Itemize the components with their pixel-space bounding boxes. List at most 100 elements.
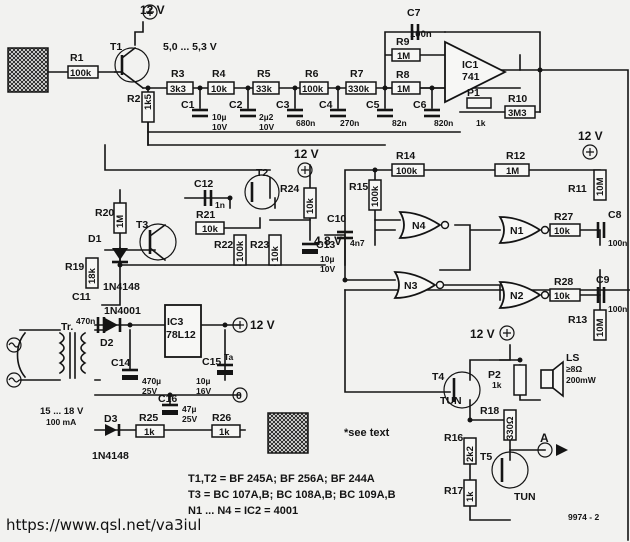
- svg-text:C8: C8: [608, 209, 622, 221]
- svg-text:10µ: 10µ: [196, 376, 210, 386]
- svg-text:1N4148: 1N4148: [92, 450, 129, 462]
- svg-text:T2: T2: [256, 167, 268, 179]
- resistor-r22: [233, 234, 247, 266]
- svg-text:25V: 25V: [182, 414, 197, 424]
- svg-text:18k: 18k: [87, 267, 98, 284]
- svg-text:33k: 33k: [256, 84, 273, 95]
- resistor-r6: [299, 81, 329, 95]
- gate-n3: [393, 271, 437, 299]
- svg-text:R4: R4: [212, 68, 226, 80]
- svg-text:N2: N2: [510, 290, 524, 302]
- svg-text:A: A: [540, 431, 549, 445]
- svg-text:16V: 16V: [196, 386, 211, 396]
- svg-text:0: 0: [236, 390, 242, 402]
- svg-text:R7: R7: [350, 68, 364, 80]
- svg-text:C6: C6: [413, 99, 427, 111]
- resistor-r13: [593, 309, 607, 341]
- svg-text:D1: D1: [88, 233, 102, 245]
- svg-text:P2: P2: [488, 369, 501, 381]
- svg-text:R6: R6: [305, 68, 319, 80]
- svg-text:R5: R5: [257, 68, 271, 80]
- svg-text:12 V: 12 V: [250, 318, 275, 332]
- svg-text:R18: R18: [480, 405, 499, 417]
- svg-text:10V: 10V: [320, 264, 335, 274]
- svg-text:10k: 10k: [202, 224, 219, 235]
- svg-text:T1: T1: [110, 41, 122, 53]
- svg-text:C15: C15: [202, 356, 221, 368]
- svg-text:1k: 1k: [476, 118, 486, 128]
- bjt-t4: [443, 371, 481, 409]
- svg-text:47µ: 47µ: [182, 404, 196, 414]
- svg-text:2k2: 2k2: [465, 446, 476, 462]
- svg-text:C4: C4: [319, 99, 333, 111]
- bjt-t3: [139, 223, 177, 261]
- svg-text:1k5: 1k5: [143, 93, 154, 110]
- resistor-r3: [166, 81, 194, 95]
- svg-text:3M3: 3M3: [508, 108, 526, 119]
- svg-text:1k: 1k: [219, 427, 230, 438]
- svg-text:100k: 100k: [302, 84, 324, 95]
- svg-text:R2: R2: [127, 93, 141, 105]
- label-vdiv: 5,0 ... 5,3 V: [163, 41, 217, 53]
- svg-text:C7: C7: [407, 7, 421, 19]
- svg-text:10M: 10M: [595, 177, 606, 196]
- svg-text:15 ... 18 V: 15 ... 18 V: [40, 406, 84, 417]
- svg-text:R14: R14: [396, 150, 415, 162]
- svg-text:1N4148: 1N4148: [103, 281, 140, 293]
- svg-text:680n: 680n: [296, 118, 315, 128]
- svg-text:R28: R28: [554, 276, 573, 288]
- resistor-r7: [345, 81, 377, 95]
- svg-text:1k: 1k: [492, 380, 502, 390]
- svg-text:R22: R22: [214, 239, 233, 251]
- svg-text:10M: 10M: [595, 318, 606, 337]
- svg-text:R15: R15: [349, 181, 368, 193]
- svg-text:10V: 10V: [259, 122, 274, 132]
- svg-text:82n: 82n: [392, 118, 407, 128]
- note-gates: N1 ... N4 = IC2 = 4001: [188, 505, 298, 517]
- resistor-r16: [463, 437, 477, 465]
- resistor-r14: [391, 163, 425, 177]
- svg-text:R3: R3: [171, 68, 185, 80]
- opamp-ic1: [444, 40, 508, 104]
- resistor-r25: [135, 424, 165, 438]
- svg-text:R25: R25: [139, 412, 158, 424]
- resistor-r10: [504, 105, 536, 119]
- svg-text:C13: C13: [316, 239, 335, 251]
- svg-text:R12: R12: [506, 150, 525, 162]
- svg-text:270n: 270n: [340, 118, 359, 128]
- svg-text:2µ2: 2µ2: [259, 112, 274, 122]
- resistor-r17: [463, 479, 477, 507]
- svg-text:R23: R23: [250, 239, 269, 251]
- svg-text:100n: 100n: [410, 29, 432, 40]
- diode-d1: [112, 248, 128, 260]
- svg-text:100k: 100k: [70, 68, 92, 79]
- svg-text:100n: 100n: [608, 238, 627, 248]
- fet-t1: [114, 47, 150, 83]
- svg-text:C1: C1: [181, 99, 195, 111]
- resistors: [67, 48, 607, 507]
- svg-text:D3: D3: [104, 413, 118, 425]
- svg-text:P1: P1: [467, 87, 480, 99]
- svg-text:1M: 1M: [397, 84, 410, 95]
- svg-text:C3: C3: [276, 99, 290, 111]
- svg-text:C10: C10: [327, 213, 346, 225]
- svg-text:C16: C16: [158, 393, 177, 405]
- svg-text:25V: 25V: [142, 386, 157, 396]
- svg-text:10k: 10k: [554, 226, 571, 237]
- source-url[interactable]: https://www.qsl.net/va3iul: [6, 516, 202, 534]
- svg-text:1M: 1M: [506, 166, 519, 177]
- pot-p2: [513, 364, 527, 396]
- svg-text:TUN: TUN: [440, 395, 462, 407]
- resistor-r19: [85, 257, 99, 289]
- note-t3: T3 = BC 107A,B; BC 108A,B; BC 109A,B: [188, 489, 396, 501]
- diodes: [105, 248, 128, 436]
- svg-text:C12: C12: [194, 178, 213, 190]
- svg-text:330k: 330k: [348, 84, 370, 95]
- note-t1-t2: T1,T2 = BF 245A; BF 256A; BF 244A: [188, 473, 375, 485]
- svg-text:R27: R27: [554, 211, 573, 223]
- transformer-tr: [6, 331, 87, 388]
- svg-text:R11: R11: [568, 183, 587, 195]
- svg-text:1k: 1k: [465, 491, 476, 502]
